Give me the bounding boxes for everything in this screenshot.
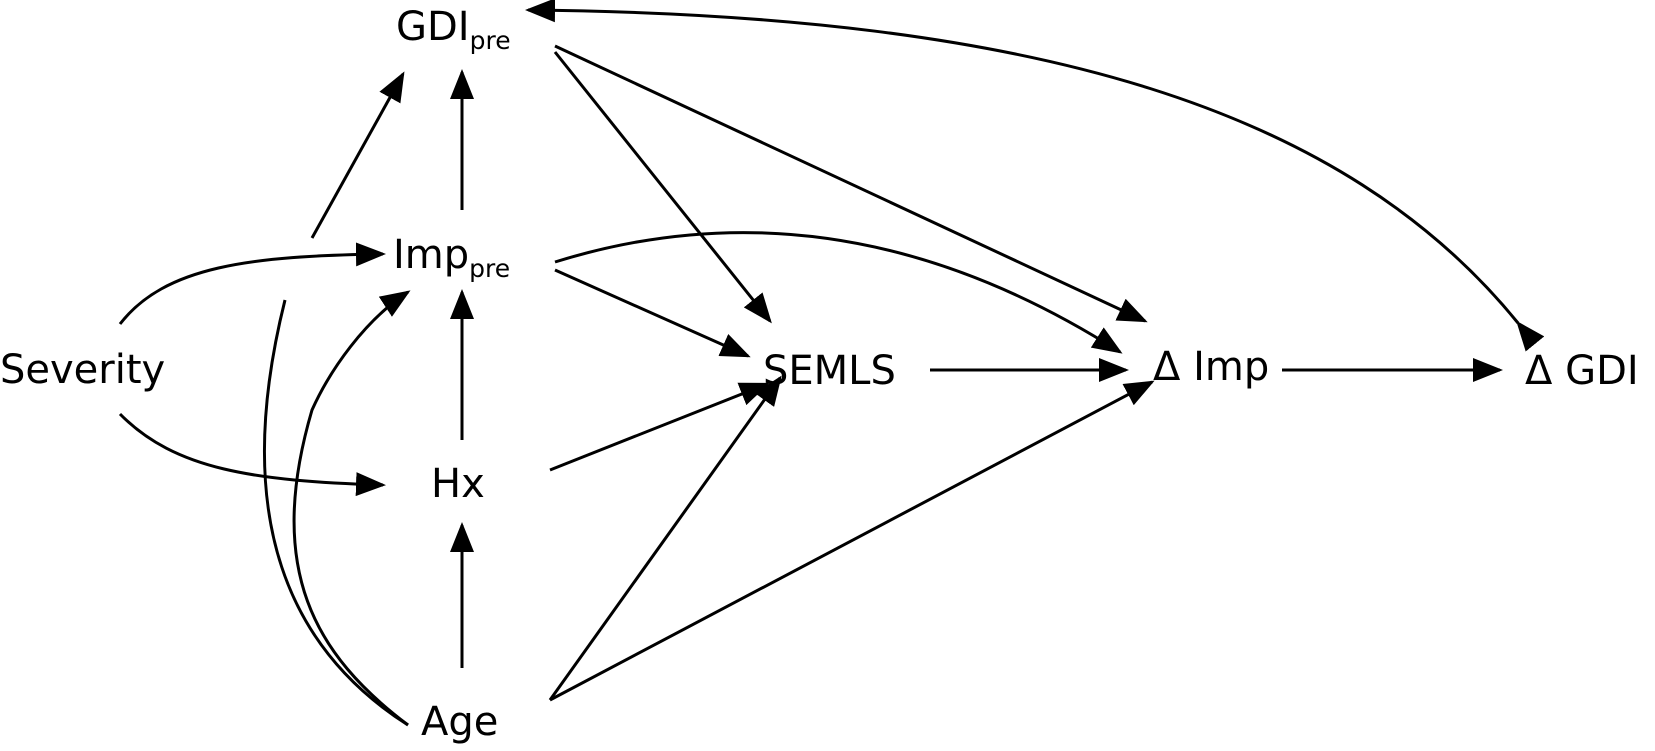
node-gdi-pre-sub: pre — [470, 26, 511, 55]
node-delta-gdi: Δ GDI — [1525, 348, 1639, 394]
node-age: Age — [421, 699, 498, 745]
edge-imppre-to-deltaimp — [554, 231, 1123, 354]
node-gdi-pre: GDIpre — [396, 4, 511, 55]
edge-severity-to-imppre — [118, 242, 386, 325]
edge-severity-to-gdipre — [310, 71, 405, 239]
edge-age-to-semls — [548, 375, 782, 701]
edge-age-to-gdipre — [262, 299, 409, 727]
node-severity: Severity — [0, 347, 165, 393]
edge-severity-to-hx — [118, 412, 386, 497]
node-semls-label: SEMLS — [763, 348, 896, 394]
edge-gdipre-to-deltaimp — [554, 44, 1148, 323]
node-age-label: Age — [421, 699, 498, 745]
edge-age-to-deltaimp — [549, 380, 1155, 702]
node-gdi-pre-main: GDI — [396, 4, 470, 50]
node-delta-imp-label: Δ Imp — [1153, 344, 1269, 390]
edge-imppre-to-semls — [554, 268, 751, 358]
nodes: GDIpre Imppre Severity Hx Age SEMLS Δ Im… — [0, 4, 1639, 745]
node-imp-pre-main: Imp — [393, 232, 469, 278]
edge-age-to-imppre — [292, 290, 411, 727]
node-semls: SEMLS — [763, 348, 896, 394]
edge-gdipre-to-semls — [553, 51, 772, 324]
node-imp-pre-sub: pre — [469, 254, 510, 283]
edge-gdipre-to-deltagdi — [525, 0, 1545, 352]
node-imp-pre: Imppre — [393, 232, 510, 283]
edge-hx-to-semls — [549, 382, 770, 472]
node-severity-label: Severity — [0, 347, 165, 393]
node-delta-gdi-label: Δ GDI — [1525, 348, 1639, 394]
node-hx: Hx — [431, 461, 485, 507]
node-hx-label: Hx — [431, 461, 485, 507]
edges — [118, 0, 1545, 727]
node-delta-imp: Δ Imp — [1153, 344, 1269, 390]
